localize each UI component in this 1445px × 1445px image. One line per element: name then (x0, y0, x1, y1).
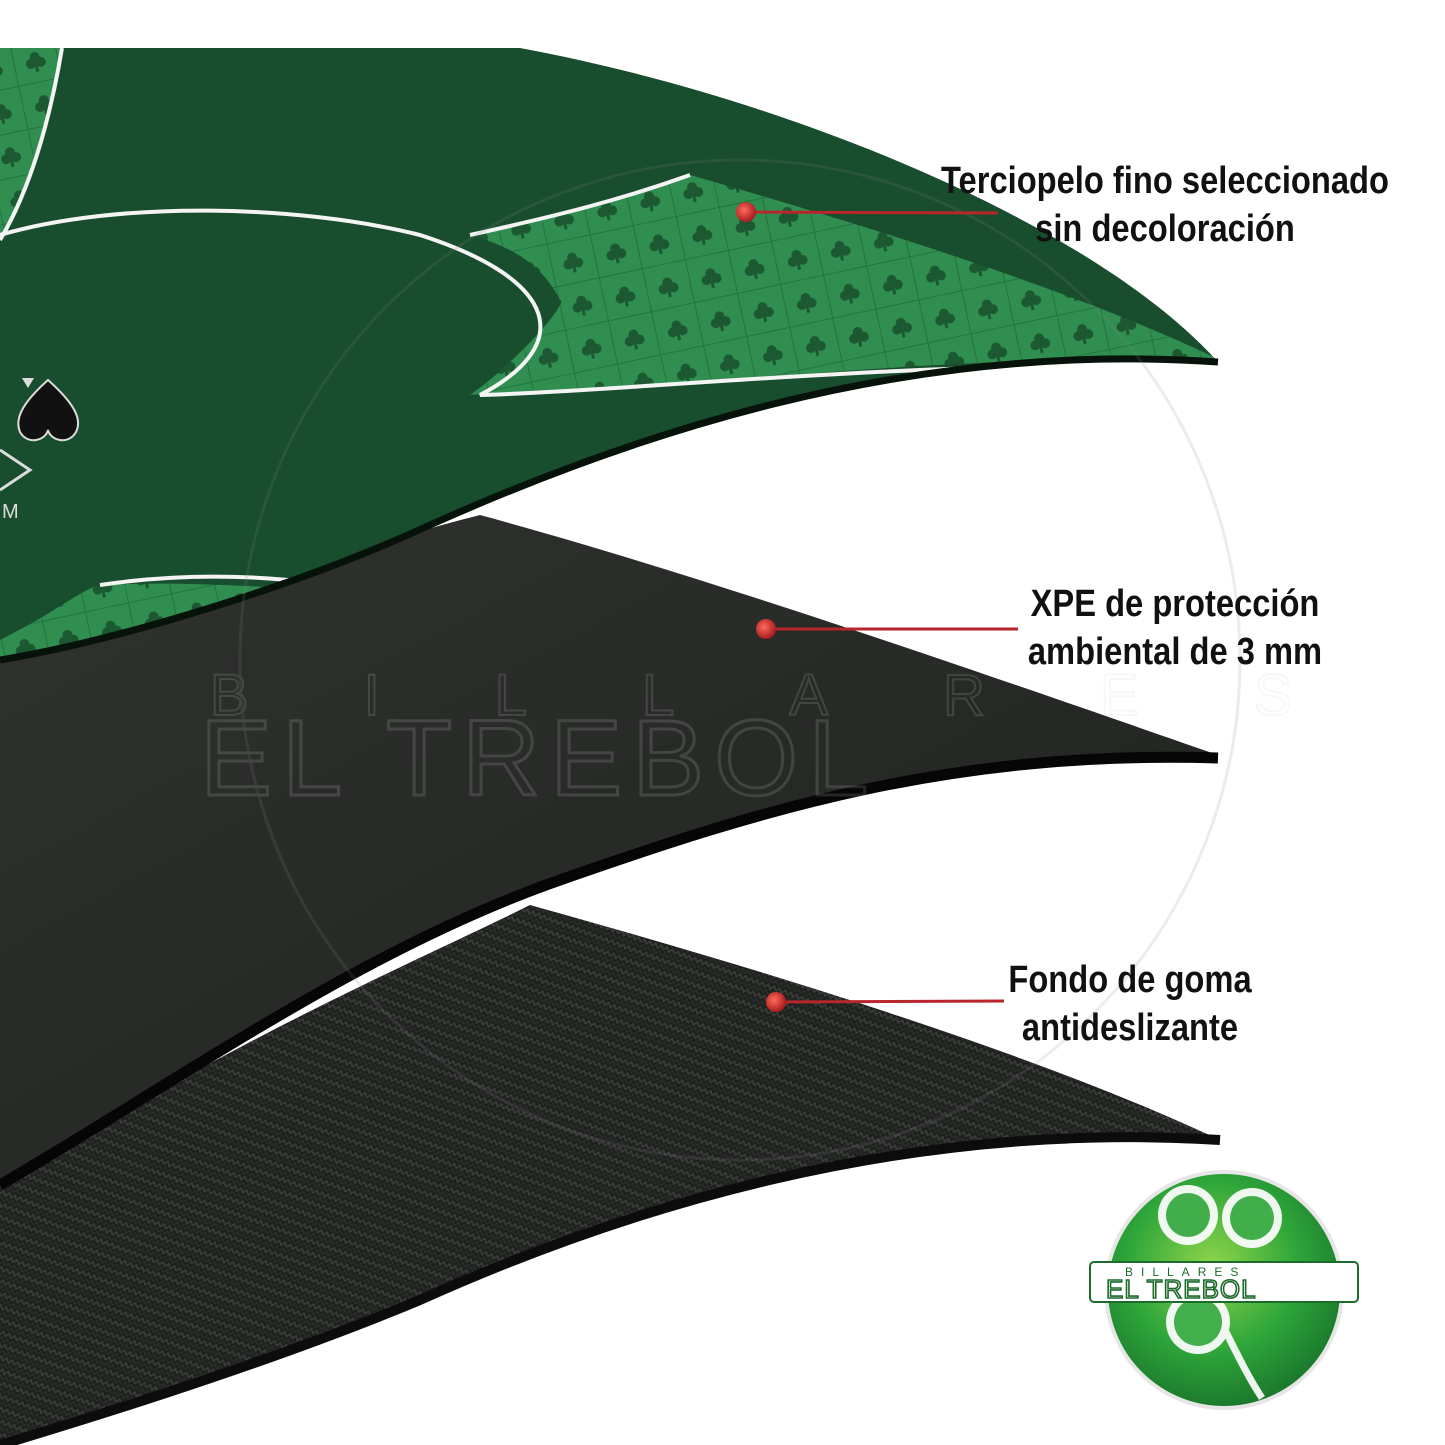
mat-letter: M (2, 501, 19, 523)
callout-foam-line1: XPE de protección (1030, 583, 1320, 625)
callout-rubber-line1: Fondo de goma (1008, 959, 1252, 1001)
pointer-rubber (766, 992, 1005, 1012)
pointer-foam (756, 619, 1018, 639)
callout-foam-line2: ambiental de 3 mm (1027, 631, 1323, 673)
callout-velvet-line2: sin decoloración (1035, 208, 1295, 250)
watermark: BILLARES EL TREBOL (199, 158, 1407, 1162)
callout-velvet-line1: Terciopelo fino seleccionado (941, 160, 1389, 202)
watermark-bottom: EL TREBOL (200, 697, 878, 818)
watermark-top: BILLARES (210, 663, 1407, 728)
spade-emblem (17, 378, 80, 442)
brand-logo: BILLARES EL TREBOL (1089, 1170, 1359, 1410)
callout-rubber: Fondo de goma antideslizante (984, 956, 1276, 1052)
pointer-velvet (736, 202, 999, 222)
callout-foam: XPE de protección ambiental de 3 mm (990, 580, 1360, 676)
callout-rubber-line2: antideslizante (1021, 1007, 1239, 1049)
logo-top-text: BILLARES (1125, 1265, 1246, 1279)
callout-velvet: Terciopelo fino seleccionado sin decolor… (920, 157, 1410, 253)
rubber-layer (0, 905, 1221, 1445)
logo-bottom-text: EL TREBOL (1106, 1274, 1257, 1304)
foam-layer (0, 515, 1219, 1190)
